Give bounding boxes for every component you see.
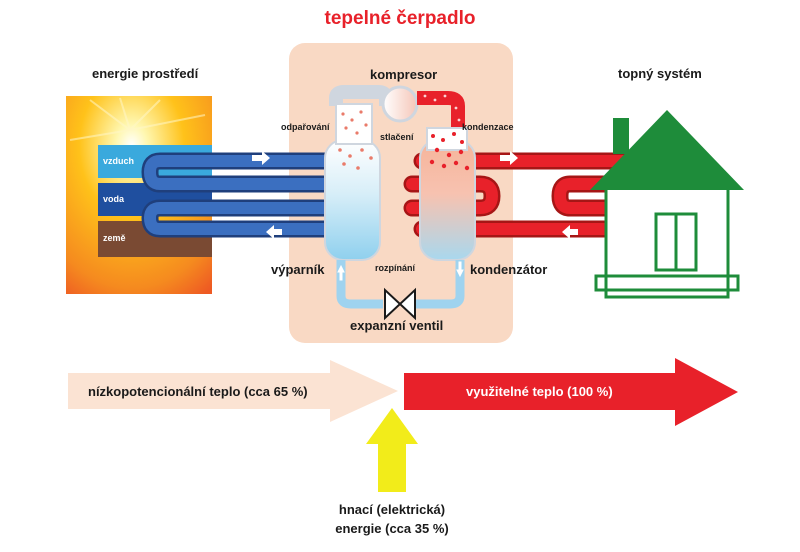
compression-label: stlačení [380, 132, 414, 142]
expansion-valve-icon [384, 287, 416, 321]
useful-heat-arrow [404, 358, 738, 426]
expansion-valve-label: expanzní ventil [350, 318, 444, 333]
compressor [365, 85, 465, 134]
compressor-label: kompresor [370, 67, 438, 82]
expansion-label: rozpínání [375, 263, 415, 273]
drive-energy-label-line2: energie (cca 35 %) [335, 521, 449, 536]
evaporation-label: odpařování [281, 122, 330, 132]
source-ground-label: země [103, 233, 126, 243]
flow-arrow-icon [252, 151, 578, 281]
source-air-label: vzduch [103, 156, 135, 166]
diagram-title: tepelné čerpadlo [324, 8, 476, 29]
low-heat-label: nízkopotencionální teplo (cca 65 %) [88, 384, 308, 399]
evaporator-label: výparník [271, 262, 325, 277]
environment-energy-label: energie prostředí [92, 66, 199, 81]
drive-energy-label-line1: hnací (elektrická) [338, 502, 446, 517]
condensation-label: kondenzace [462, 122, 514, 132]
heating-system-label: topný systém [618, 66, 702, 81]
low-heat-arrow [68, 360, 398, 422]
condenser-vessel [416, 127, 476, 309]
source-water-label: voda [103, 194, 125, 204]
condenser-label: kondenzátor [470, 262, 548, 277]
drive-energy-arrow [366, 408, 418, 492]
useful-heat-label: využitelné teplo (100 %) [466, 384, 613, 399]
house-icon [590, 110, 744, 299]
